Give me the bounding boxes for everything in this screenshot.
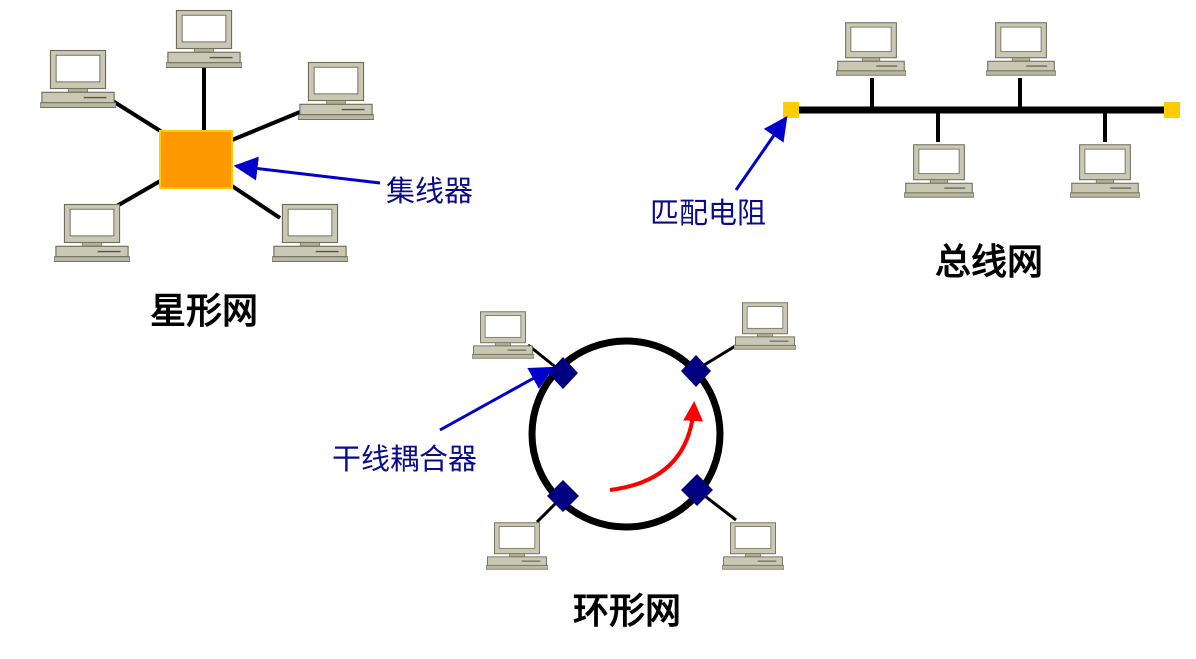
ring-network-caption: 环形网 [573,591,682,632]
star-network [40,9,381,263]
coupler-icon [548,357,578,389]
coupler-callout-arrow [439,366,555,432]
hub-callout-arrow [233,156,381,185]
ring-network [439,302,796,570]
star-network-caption: 星形网 [150,291,259,332]
computer-icon [54,203,130,263]
star-cable [231,110,301,142]
coupler-icon [681,474,713,506]
coupler-icon [547,480,579,512]
star-cable [230,184,282,220]
computer-icon [722,522,784,570]
hub-icon [159,130,233,189]
terminator-callout-arrow [734,116,788,191]
computer-icon [166,9,242,69]
coupler-icon [681,355,711,387]
bus-network-caption: 总线网 [935,242,1044,283]
computer-icon [836,22,906,76]
terminator-label: 匹配电阻 [650,196,767,230]
computer-icon [734,302,796,350]
ring-direction-arrow [609,401,704,492]
terminator-icon [783,102,799,118]
bus-network [734,22,1180,198]
ring-cable [528,337,724,531]
computer-icon [298,61,374,121]
computer-icon [472,311,534,359]
computer-icon [1070,144,1140,198]
computer-icon [272,203,348,263]
star-cable [106,96,164,134]
computer-icon [40,49,116,109]
terminator-icon [1164,102,1180,118]
computer-icon [986,22,1056,76]
coupler-label: 干线耦合器 [332,442,478,476]
computer-icon [486,522,548,570]
computer-icon [904,144,974,198]
hub-label: 集线器 [386,174,474,208]
